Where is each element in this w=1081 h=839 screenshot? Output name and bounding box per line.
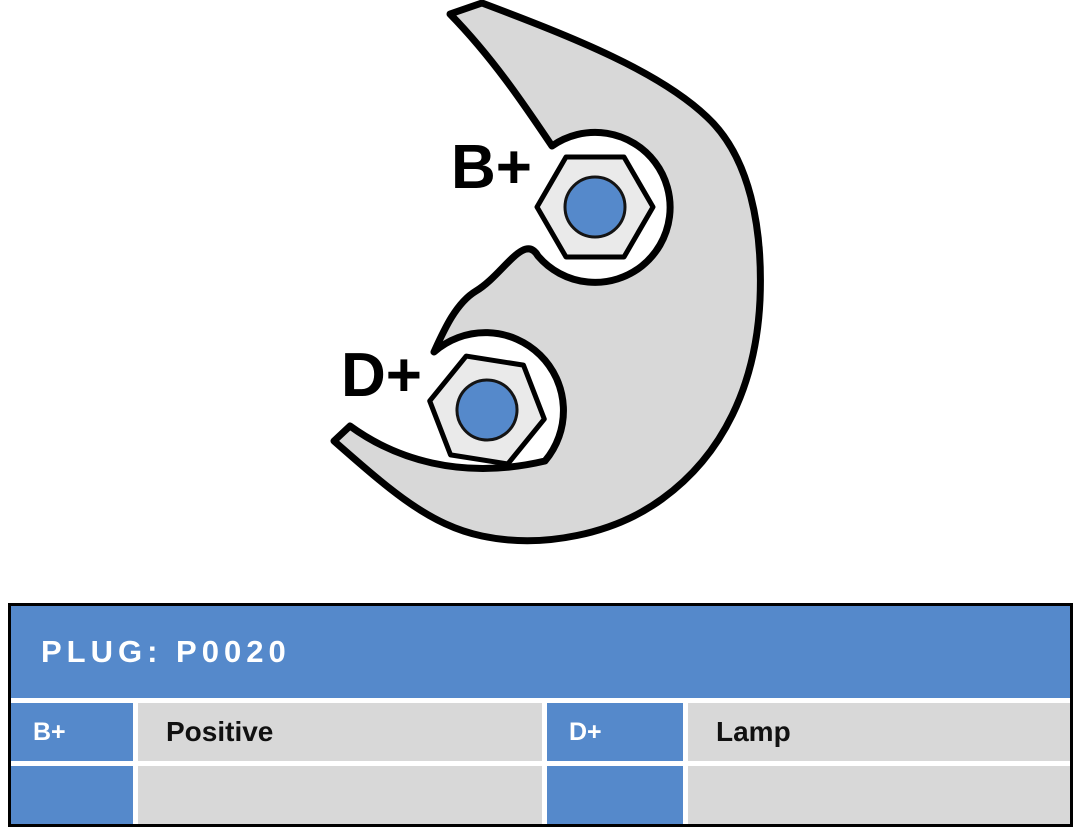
pin-desc-cell-empty-1 <box>138 766 542 824</box>
pin-desc-cell-lamp: Lamp <box>688 703 1070 761</box>
pin-desc-cell-empty-2 <box>688 766 1070 824</box>
terminal-d-plus-label: D+ <box>341 341 422 410</box>
terminal-d-plus <box>427 353 547 467</box>
plug-table-title: PLUG: P0020 <box>11 606 1070 698</box>
plug-housing-drawing: B+ D+ <box>330 0 764 545</box>
terminal-b-plus-label: B+ <box>451 133 532 202</box>
pin-id-cell-b-plus: B+ <box>11 703 133 761</box>
plug-housing-shape <box>330 0 764 545</box>
b-plus-stud-icon <box>563 175 627 239</box>
terminal-b-plus <box>534 154 656 260</box>
pin-desc-cell-positive: Positive <box>138 703 542 761</box>
plug-pinout-table: PLUG: P0020 B+ Positive D+ Lamp <box>8 603 1073 827</box>
pin-id-cell-empty-2 <box>547 766 683 824</box>
d-plus-stud-icon <box>455 378 519 442</box>
pin-id-cell-empty-1 <box>11 766 133 824</box>
pin-id-cell-d-plus: D+ <box>547 703 683 761</box>
plug-rear-view-diagram: B+ D+ <box>330 0 764 545</box>
